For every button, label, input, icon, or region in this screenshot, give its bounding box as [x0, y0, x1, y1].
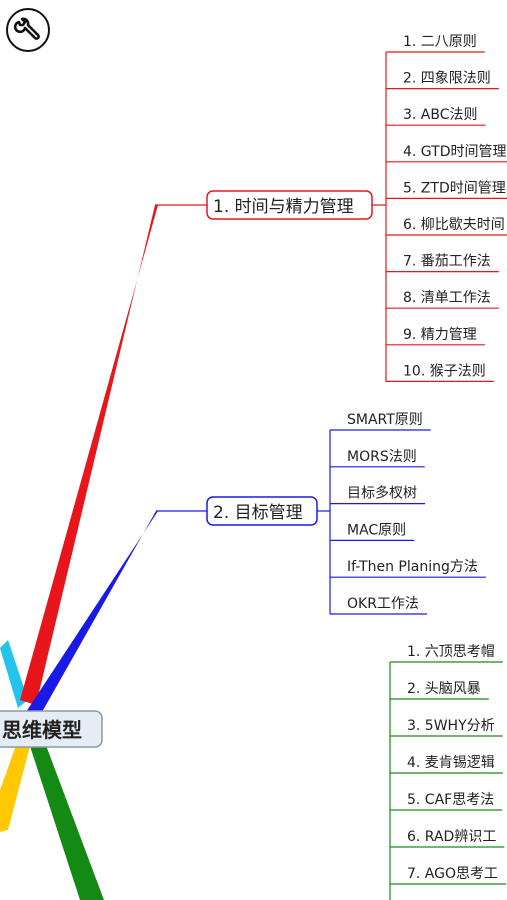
- leaf-node[interactable]: 3. 5WHY分析: [407, 718, 495, 734]
- leaf-node[interactable]: 9. 精力管理: [403, 327, 477, 343]
- branch-line-red: [20, 205, 158, 705]
- wrench-icon-glyph: [13, 17, 40, 40]
- leaf-node[interactable]: 2. 四象限法则: [403, 71, 491, 87]
- wrench-icon[interactable]: [6, 8, 50, 52]
- leaf-node[interactable]: 5. CAF思考法: [407, 792, 494, 808]
- leaf-node[interactable]: 1. 二八原则: [403, 34, 477, 50]
- leaf-node[interactable]: 6. 柳比歇夫时间: [403, 216, 505, 233]
- leaf-node[interactable]: MAC原则: [347, 522, 406, 538]
- leaf-node[interactable]: 6. RAD辨识工: [407, 829, 496, 845]
- leaf-node[interactable]: SMART原则: [347, 412, 423, 428]
- leaf-node[interactable]: 2. 头脑风暴: [407, 681, 481, 697]
- leaf-node[interactable]: 7. 番茄工作法: [403, 253, 491, 270]
- branch-node-time-energy-label: 1. 时间与精力管理: [213, 197, 354, 217]
- leaf-node[interactable]: 4. 麦肯锡逻辑: [407, 755, 495, 771]
- leaf-node[interactable]: If-Then Planing方法: [347, 559, 478, 575]
- root-node[interactable]: [0, 710, 103, 748]
- branch-line-cyan: [0, 640, 28, 708]
- branch-line-yellow: [0, 740, 30, 832]
- leaf-node[interactable]: 4. GTD时间管理: [403, 144, 507, 160]
- branch-line-green-thick: [28, 740, 104, 900]
- leaf-node[interactable]: 目标多杈树: [347, 485, 417, 502]
- leaf-node[interactable]: 8. 清单工作法: [403, 290, 491, 306]
- branch-node-goal-mgmt-label: 2. 目标管理: [213, 503, 303, 523]
- leaf-node[interactable]: MORS法则: [347, 449, 417, 465]
- leaf-node[interactable]: 1. 六顶思考帽: [407, 644, 495, 660]
- leaf-node[interactable]: 7. AGO思考工: [407, 866, 498, 882]
- leaf-node[interactable]: OKR工作法: [347, 596, 419, 612]
- leaf-node[interactable]: 10. 猴子法则: [403, 363, 486, 379]
- leaf-node[interactable]: 3. ABC法则: [403, 107, 478, 123]
- branch-line-blue: [26, 511, 158, 712]
- root-node-label: 思维模型: [2, 718, 82, 742]
- leaf-node[interactable]: 5. ZTD时间管理: [403, 180, 506, 196]
